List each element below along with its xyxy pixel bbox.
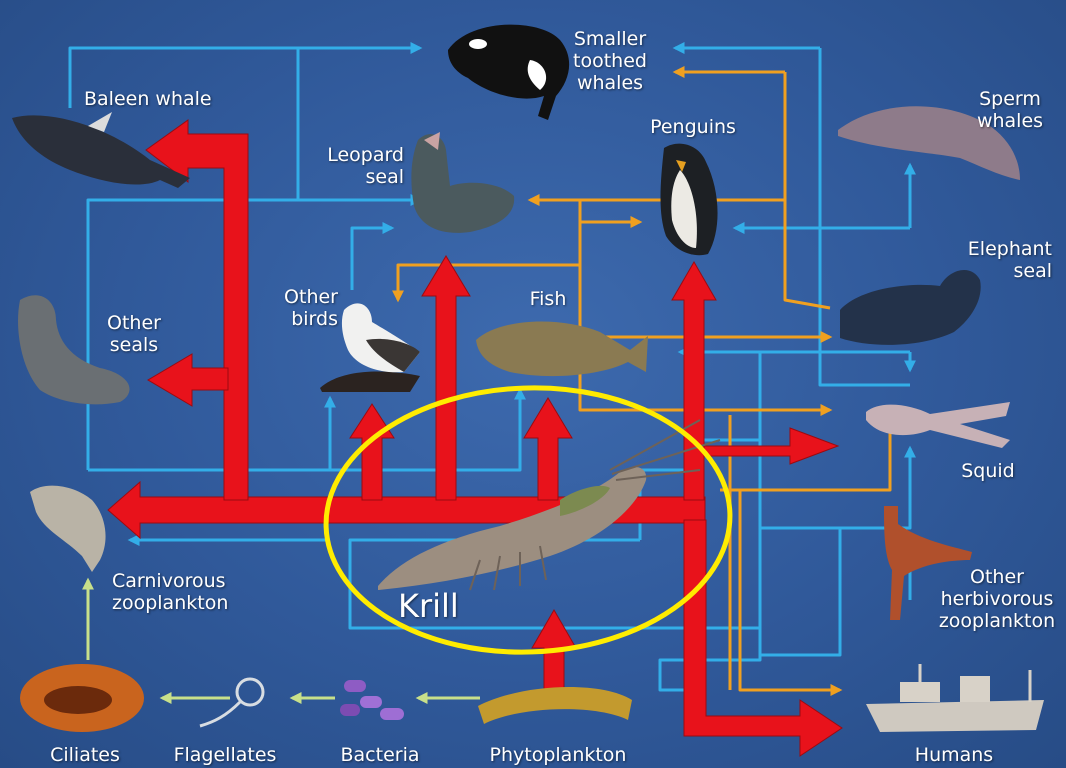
label-krill: Krill: [398, 588, 459, 624]
label-smaller-toothed-whales: Smaller toothed whales: [560, 28, 660, 94]
label-penguins: Penguins: [638, 116, 748, 138]
carnivorous-zooplankton-illustration: [30, 486, 106, 572]
orange-flow-lines: [398, 72, 890, 690]
leopard-seal-illustration: [411, 132, 514, 233]
label-ciliates: Ciliates: [40, 744, 130, 766]
fish-illustration: [476, 322, 648, 377]
label-sperm-whales: Sperm whales: [960, 88, 1060, 132]
label-elephant-seal: Elephant seal: [940, 238, 1052, 282]
penguin-illustration: [661, 144, 718, 256]
bacteria-illustration: [340, 680, 404, 720]
ciliate-illustration: [20, 664, 144, 732]
label-other-birds: Other birds: [258, 286, 338, 330]
phytoplankton-illustration: [478, 687, 632, 724]
label-bacteria: Bacteria: [330, 744, 430, 766]
orca-illustration: [448, 25, 569, 120]
label-leopard-seal: Leopard seal: [300, 144, 404, 188]
label-fish: Fish: [518, 288, 578, 310]
label-carnivorous-zooplankton: Carnivorous zooplankton: [112, 570, 228, 614]
squid-illustration: [866, 402, 1010, 448]
ship-illustration: [866, 664, 1044, 732]
label-flagellates: Flagellates: [170, 744, 280, 766]
label-other-seals: Other seals: [98, 312, 170, 356]
label-baleen-whale: Baleen whale: [84, 88, 212, 110]
label-humans: Humans: [904, 744, 1004, 766]
label-squid: Squid: [948, 460, 1028, 482]
flagellate-illustration: [200, 679, 263, 726]
label-phytoplankton: Phytoplankton: [478, 744, 638, 766]
label-other-herbivorous-zooplankton: Other herbivorous zooplankton: [930, 566, 1064, 632]
